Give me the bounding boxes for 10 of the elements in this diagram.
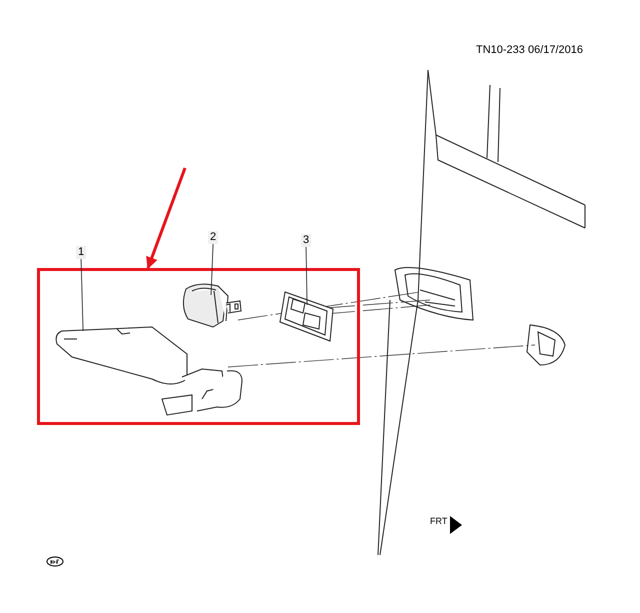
- leader-line: [306, 246, 308, 306]
- doc-number: TN10-233 06/17/2016: [476, 44, 584, 56]
- highlight-frame: [37, 268, 360, 425]
- callout-number: 2: [208, 231, 218, 244]
- callout-number: 3: [301, 234, 312, 247]
- direction-label: FRT: [430, 516, 448, 526]
- arrow: [146, 167, 186, 270]
- leader-line: [210, 244, 214, 296]
- callout-number: 1: [76, 246, 86, 259]
- leader-line: [80, 258, 84, 332]
